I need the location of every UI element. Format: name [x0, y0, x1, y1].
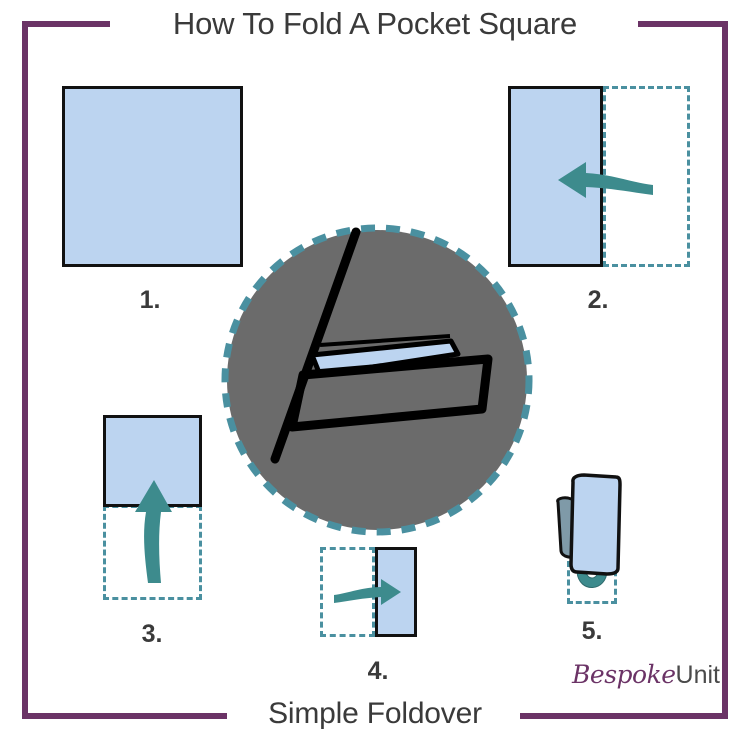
step-4-fold-arrow-right [333, 575, 403, 610]
frame-border-bottom-left [22, 713, 227, 719]
frame-border-left [22, 21, 28, 719]
step-4-label: 4. [367, 657, 389, 685]
step-1-solid-square [62, 86, 243, 267]
page-title: How To Fold A Pocket Square [172, 6, 578, 41]
page-caption: Simple Foldover [268, 697, 482, 730]
step-1-label: 1. [139, 286, 161, 314]
logo-unit-word: Unit [675, 661, 720, 689]
brand-logo[interactable]: BespokeUnit [540, 660, 720, 694]
step-2-fold-arrow-left [540, 150, 655, 205]
frame-border-bottom-right [520, 713, 728, 719]
step-3-fold-arrow-up [128, 450, 183, 585]
step-5-folded-square [552, 472, 637, 592]
jacket-pocket-drawing [270, 227, 493, 464]
frame-border-right [722, 21, 728, 719]
center-illustration [220, 223, 534, 537]
step-2-label: 2. [587, 286, 609, 314]
step-3-label: 3. [141, 620, 163, 648]
circle-dashed-border [221, 224, 533, 536]
logo-bespoke-word: Bespoke [572, 660, 676, 689]
frame-border-top-left [22, 21, 110, 27]
step-5-label: 5. [581, 617, 603, 645]
circle-background [227, 230, 527, 530]
frame-border-top-right [638, 21, 728, 27]
